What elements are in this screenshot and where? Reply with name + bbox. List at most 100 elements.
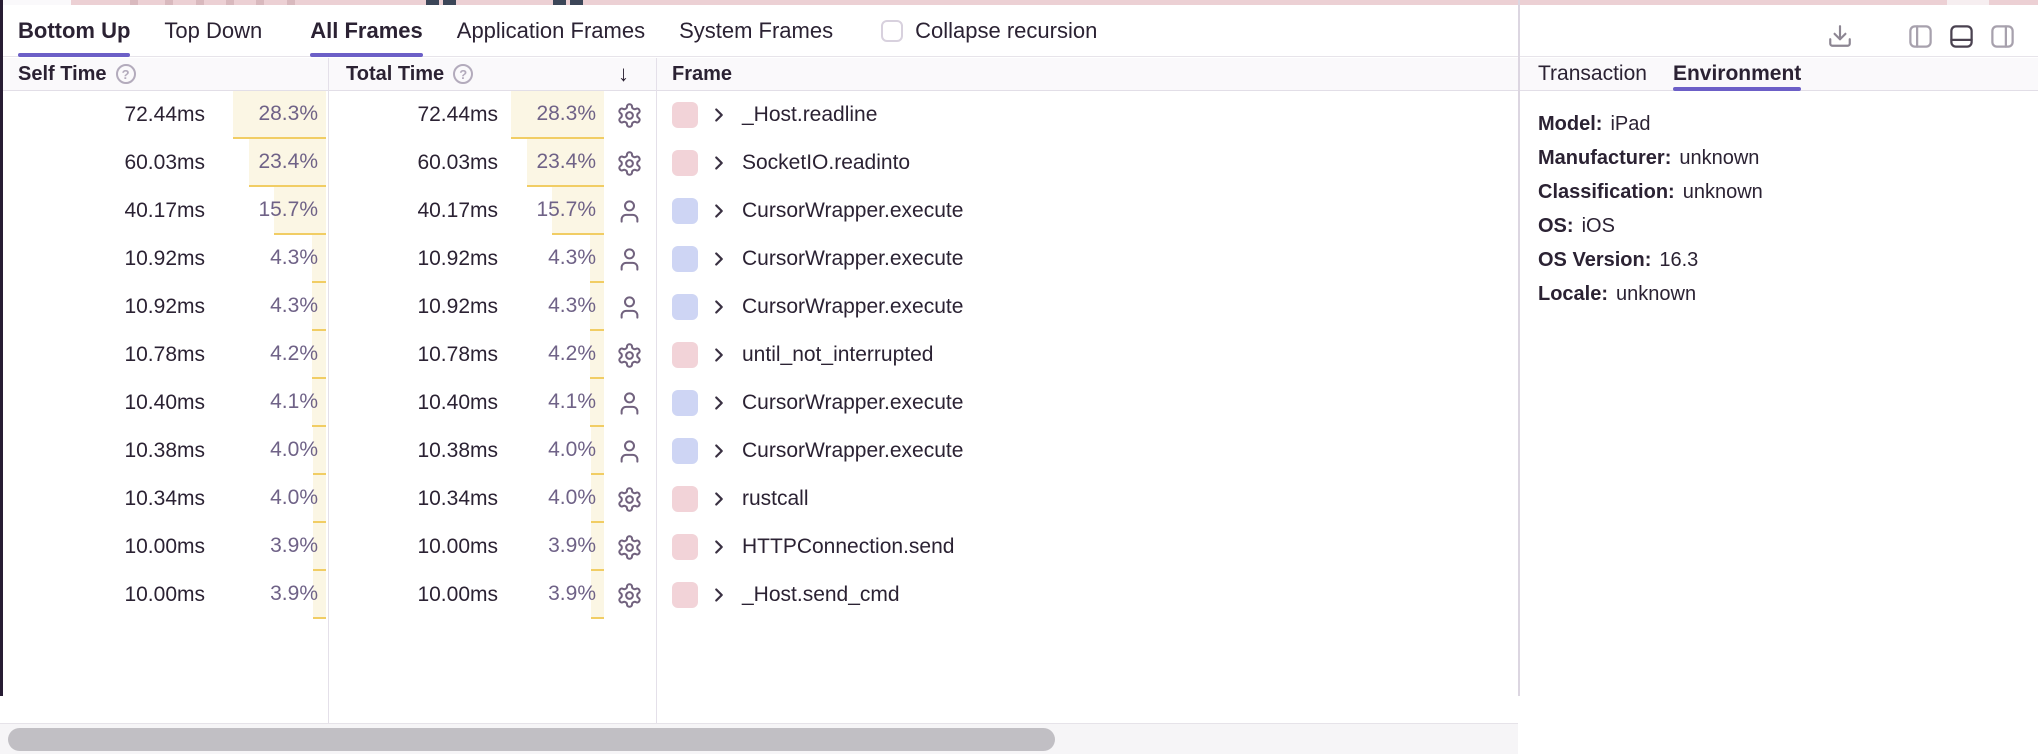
chevron-right-icon[interactable] [708, 248, 730, 270]
collapse-recursion-checkbox[interactable] [881, 19, 904, 42]
tab-bottom-up[interactable]: Bottom Up [18, 5, 131, 57]
table-row[interactable]: 4.3% 10.92ms 4.3% 10.92ms CursorWrapper.… [0, 283, 1518, 331]
field-label: Model: [1538, 112, 1603, 135]
self-time-percent-bar: 4.0% [270, 427, 326, 475]
flamegraph-minimap-strip[interactable] [0, 0, 2038, 5]
table-header: Self Time ? Total Time ? ↓ Frame [0, 58, 1518, 91]
frame-header[interactable]: Frame [672, 58, 732, 90]
self-time-value: 10.00ms [124, 535, 205, 558]
tab-application-frames[interactable]: Application Frames [456, 17, 646, 43]
chevron-right-icon[interactable] [708, 488, 730, 510]
total-time-percent-bar: 4.3% [548, 235, 604, 283]
panel-left-edge [0, 0, 3, 696]
frame-color-swatch [672, 438, 698, 464]
field-label: Manufacturer: [1538, 146, 1672, 169]
total-time-value: 40.17ms [417, 199, 498, 222]
minimap-segment [3, 0, 71, 5]
frame-name: _Host.readline [742, 103, 878, 126]
profiler-tabbar: Bottom Up Top Down All Frames Applicatio… [0, 5, 2038, 57]
download-icon[interactable] [1827, 23, 1853, 49]
chevron-right-icon[interactable] [708, 152, 730, 174]
table-row[interactable]: 23.4% 60.03ms 23.4% 60.03ms SocketIO.rea… [0, 139, 1518, 187]
gear-icon [616, 102, 643, 129]
collapse-recursion-label: Collapse recursion [915, 17, 1098, 43]
minimap-tick [165, 0, 173, 5]
total-time-percent-bar: 23.4% [527, 139, 604, 187]
total-time-header[interactable]: Total Time ? [346, 58, 474, 90]
tab-top-down[interactable]: Top Down [164, 17, 263, 43]
panel-bottom-icon[interactable] [1948, 23, 1975, 50]
column-divider [328, 58, 329, 723]
frame-color-swatch [672, 342, 698, 368]
table-row[interactable]: 4.2% 10.78ms 4.2% 10.78ms until_not_inte… [0, 331, 1518, 379]
total-time-value: 60.03ms [417, 151, 498, 174]
panel-right-icon[interactable] [1989, 23, 2016, 50]
self-time-value: 60.03ms [124, 151, 205, 174]
chevron-right-icon[interactable] [708, 536, 730, 558]
field-label: OS Version: [1538, 248, 1652, 271]
self-time-header[interactable]: Self Time ? [18, 58, 136, 90]
frame-color-swatch [672, 150, 698, 176]
self-time-value: 10.38ms [124, 439, 205, 462]
total-time-percent-bar: 4.3% [548, 283, 604, 331]
minimap-mark [553, 0, 566, 5]
horizontal-scrollbar-thumb[interactable] [8, 728, 1055, 751]
field-value: unknown [1616, 282, 1697, 305]
table-row[interactable]: 28.3% 72.44ms 28.3% 72.44ms _Host.readli… [0, 91, 1518, 139]
help-icon[interactable]: ? [115, 64, 136, 84]
total-time-value: 10.38ms [417, 439, 498, 462]
frame-color-swatch [672, 582, 698, 608]
sort-descending-icon[interactable]: ↓ [618, 61, 629, 86]
tab-all-frames[interactable]: All Frames [310, 5, 423, 57]
table-row[interactable]: 3.9% 10.00ms 3.9% 10.00ms _Host.send_cmd [0, 571, 1518, 619]
total-time-percent-bar: 4.0% [548, 475, 604, 523]
table-row[interactable]: 15.7% 40.17ms 15.7% 40.17ms CursorWrappe… [0, 187, 1518, 235]
frame-name: SocketIO.readinto [742, 151, 911, 174]
help-icon[interactable]: ? [453, 64, 474, 84]
call-tree-area: Self Time ? Total Time ? ↓ Frame 28.3% 7… [0, 58, 2038, 723]
chevron-right-icon[interactable] [708, 584, 730, 606]
tab-transaction[interactable]: Transaction [1538, 62, 1647, 85]
field-value: 16.3 [1659, 248, 1699, 271]
gear-icon [616, 342, 643, 369]
field-value: unknown [1682, 180, 1763, 203]
self-time-percent-bar: 3.9% [270, 571, 326, 619]
tab-system-frames[interactable]: System Frames [679, 17, 834, 43]
chevron-right-icon[interactable] [708, 104, 730, 126]
table-row[interactable]: 4.0% 10.38ms 4.0% 10.38ms CursorWrapper.… [0, 427, 1518, 475]
self-time-value: 10.40ms [124, 391, 205, 414]
field-value: unknown [1679, 146, 1760, 169]
total-time-value: 10.92ms [417, 295, 498, 318]
chevron-right-icon[interactable] [708, 200, 730, 222]
column-divider [656, 58, 657, 723]
frame-name: _Host.send_cmd [742, 583, 900, 606]
frame-name: HTTPConnection.send [742, 535, 955, 558]
minimap-mark [570, 0, 583, 5]
chevron-right-icon[interactable] [708, 392, 730, 414]
table-row[interactable]: 3.9% 10.00ms 3.9% 10.00ms HTTPConnection… [0, 523, 1518, 571]
total-time-percent-bar: 3.9% [548, 523, 604, 571]
table-row[interactable]: 4.0% 10.34ms 4.0% 10.34ms rustcall [0, 475, 1518, 523]
minimap-tick [130, 0, 138, 5]
self-time-value: 40.17ms [124, 199, 205, 222]
frame-name: CursorWrapper.execute [742, 391, 964, 414]
frame-color-swatch [672, 198, 698, 224]
chevron-right-icon[interactable] [708, 344, 730, 366]
total-time-value: 10.00ms [417, 535, 498, 558]
gear-icon [616, 534, 643, 561]
table-row[interactable]: 4.3% 10.92ms 4.3% 10.92ms CursorWrapper.… [0, 235, 1518, 283]
panel-left-icon[interactable] [1907, 23, 1934, 50]
self-time-value: 72.44ms [124, 103, 205, 126]
table-row[interactable]: 4.1% 10.40ms 4.1% 10.40ms CursorWrapper.… [0, 379, 1518, 427]
chevron-right-icon[interactable] [708, 440, 730, 462]
environment-field: Manufacturer: unknown [1538, 141, 2038, 175]
frame-name: CursorWrapper.execute [742, 199, 964, 222]
environment-field: Locale: unknown [1538, 277, 2038, 311]
tab-environment[interactable]: Environment [1672, 58, 1802, 91]
self-time-percent-bar: 23.4% [249, 139, 326, 187]
chevron-right-icon[interactable] [708, 296, 730, 318]
frame-name: CursorWrapper.execute [742, 247, 964, 270]
total-time-value: 10.00ms [417, 583, 498, 606]
horizontal-scrollbar-track[interactable] [0, 723, 1518, 754]
field-value: iOS [1581, 214, 1615, 237]
